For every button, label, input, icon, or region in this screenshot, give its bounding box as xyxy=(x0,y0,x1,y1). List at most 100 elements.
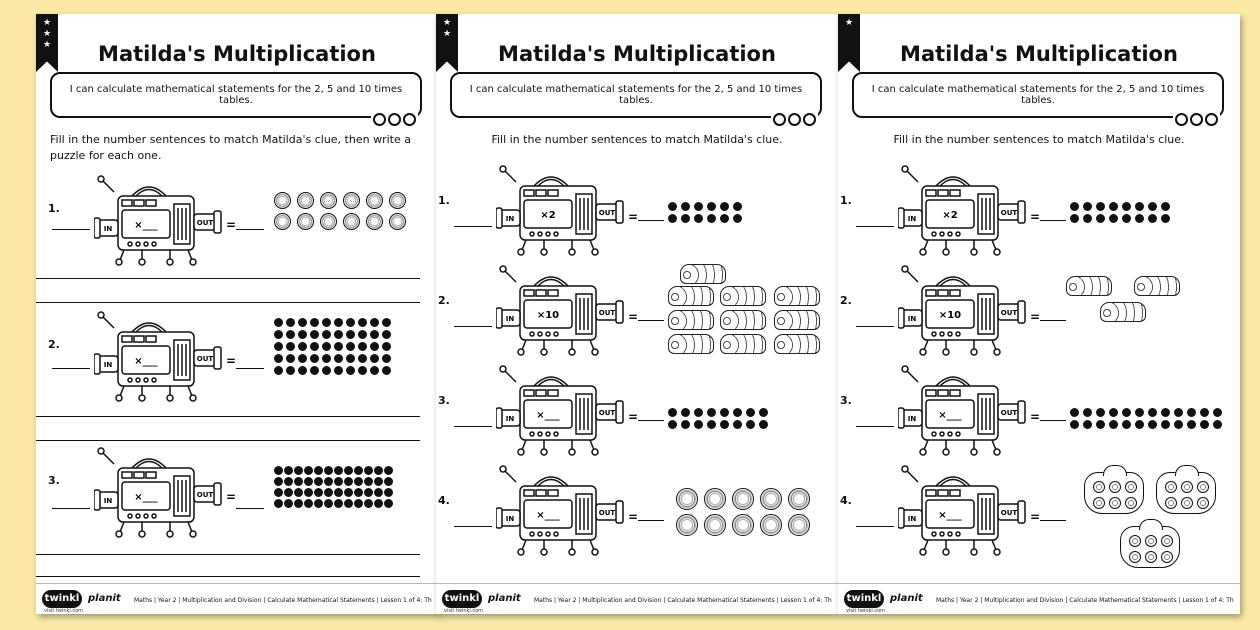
difficulty-badge-icon: ★ ★ ★ xyxy=(36,14,58,72)
dot xyxy=(1135,202,1144,211)
answer-blank-left[interactable] xyxy=(52,229,90,230)
write-line[interactable] xyxy=(36,278,420,279)
answer-blank-right[interactable] xyxy=(638,320,664,321)
dot xyxy=(344,488,353,497)
dot xyxy=(384,466,393,475)
dot xyxy=(310,366,319,375)
answer-blank-right[interactable] xyxy=(236,508,264,509)
coin-icon xyxy=(676,488,698,510)
answer-blank-left[interactable] xyxy=(856,326,894,327)
robot-in-label: IN xyxy=(104,225,113,233)
robot-in-label: IN xyxy=(908,315,917,323)
dot xyxy=(1148,214,1157,223)
answer-blank-left[interactable] xyxy=(856,526,894,527)
coin-icon xyxy=(1109,481,1121,493)
learning-objective: I can calculate mathematical statements … xyxy=(50,72,422,126)
planit-logo: planit xyxy=(88,593,121,604)
write-line[interactable] xyxy=(36,302,420,303)
dot xyxy=(370,330,379,339)
coin-group xyxy=(676,488,812,536)
dot xyxy=(324,477,333,486)
answer-blank-right[interactable] xyxy=(638,220,664,221)
robot-in-label: IN xyxy=(506,215,515,223)
dot xyxy=(733,214,742,223)
answer-blank-left[interactable] xyxy=(454,426,492,427)
robot-out-label: OUT xyxy=(599,309,616,317)
coin-icon xyxy=(760,488,782,510)
robot-out-label: OUT xyxy=(1001,509,1018,517)
answer-blank-right[interactable] xyxy=(236,229,264,230)
footer: twinkl visit twinkl.com planit Maths | Y… xyxy=(36,583,438,614)
write-line[interactable] xyxy=(36,440,420,441)
equals-sign: = xyxy=(628,210,639,224)
egg-box-icon xyxy=(1066,276,1112,296)
answer-blank-left[interactable] xyxy=(454,326,492,327)
answer-blank-left[interactable] xyxy=(856,426,894,427)
twinkl-url: visit twinkl.com xyxy=(444,608,484,614)
answer-blank-right[interactable] xyxy=(638,520,664,521)
dot xyxy=(294,466,303,475)
egg-box-icon xyxy=(774,310,820,330)
dot xyxy=(314,466,323,475)
coin-icon xyxy=(676,514,698,536)
instructions: Fill in the number sentences to match Ma… xyxy=(893,133,1185,146)
dot xyxy=(374,466,383,475)
dot xyxy=(370,354,379,363)
dot xyxy=(294,499,303,508)
dot xyxy=(346,330,355,339)
egg-box-icon xyxy=(720,310,766,330)
dot xyxy=(1096,408,1105,417)
answer-blank-right[interactable] xyxy=(1040,520,1066,521)
robot-in-label: IN xyxy=(104,361,113,369)
answer-blank-right[interactable] xyxy=(1040,320,1066,321)
question-number: 1. xyxy=(840,194,852,207)
dot xyxy=(668,214,677,223)
answer-blank-left[interactable] xyxy=(454,226,492,227)
robot-out-label: OUT xyxy=(599,409,616,417)
answer-blank-left[interactable] xyxy=(856,226,894,227)
coin-icon xyxy=(274,213,291,230)
dot xyxy=(1213,408,1222,417)
coin-icon xyxy=(297,192,314,209)
write-line[interactable] xyxy=(36,416,420,417)
dot xyxy=(274,354,283,363)
egg-box-icon xyxy=(720,286,766,306)
answer-blank-left[interactable] xyxy=(454,526,492,527)
objective-text: I can calculate mathematical statements … xyxy=(469,84,803,106)
equals-sign: = xyxy=(226,354,237,368)
robot-in-label: IN xyxy=(104,497,113,505)
dot xyxy=(746,420,755,429)
answer-blank-right[interactable] xyxy=(1040,420,1066,421)
write-line[interactable] xyxy=(36,554,420,555)
answer-blank-right[interactable] xyxy=(638,420,664,421)
coin-icon xyxy=(760,514,782,536)
answer-blank-left[interactable] xyxy=(52,368,90,369)
robot-screen-text: ×10 xyxy=(537,310,559,321)
footer-text: Maths | Year 2 | Multiplication and Divi… xyxy=(134,597,432,604)
dot xyxy=(1213,420,1222,429)
coin-icon xyxy=(366,213,383,230)
dot xyxy=(1070,420,1079,429)
dot xyxy=(304,477,313,486)
write-line[interactable] xyxy=(36,576,420,577)
answer-blank-right[interactable] xyxy=(1040,220,1066,221)
dot xyxy=(334,330,343,339)
robot-out-label: OUT xyxy=(599,509,616,517)
coin-icon xyxy=(732,514,754,536)
answer-blank-right[interactable] xyxy=(236,368,264,369)
dot xyxy=(382,330,391,339)
answer-blank-left[interactable] xyxy=(52,508,90,509)
coin-icon xyxy=(274,192,291,209)
equals-sign: = xyxy=(1030,510,1041,524)
dot xyxy=(1161,214,1170,223)
dot xyxy=(374,488,383,497)
robot-in-label: IN xyxy=(908,515,917,523)
dot xyxy=(384,477,393,486)
dot xyxy=(1096,420,1105,429)
question-number: 3. xyxy=(438,394,450,407)
objective-text: I can calculate mathematical statements … xyxy=(871,84,1205,106)
dot xyxy=(354,477,363,486)
